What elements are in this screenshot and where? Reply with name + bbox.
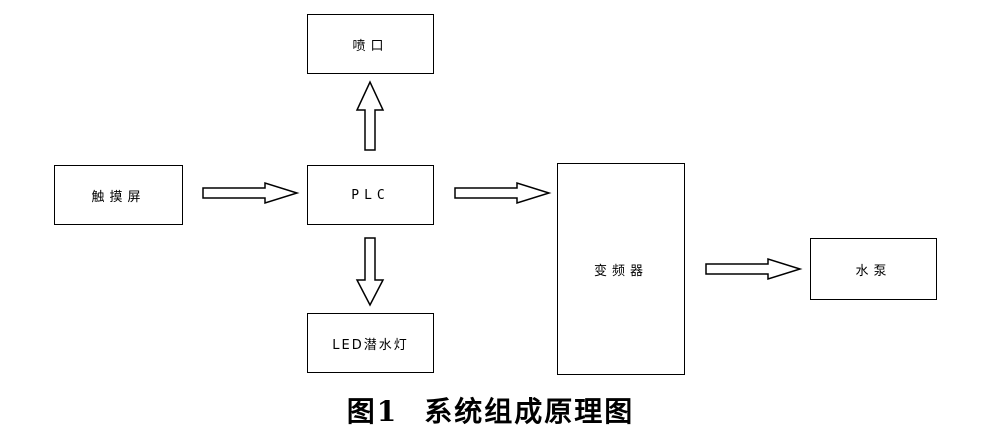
node-nozzle: 喷口	[307, 14, 434, 74]
figure-number: 图1	[346, 395, 399, 428]
arrow-plc-to-led	[355, 237, 385, 307]
node-touchscreen-label: 触摸屏	[91, 189, 146, 205]
figure-title: 系统组成原理图	[424, 395, 635, 428]
node-led-light-label: LED潜水灯	[332, 337, 409, 353]
node-vfd-label: 变频器	[593, 263, 648, 279]
figure-caption: 图1 系统组成原理图	[0, 390, 981, 430]
node-plc-label: PLC	[351, 187, 390, 203]
arrow-vfd-to-pump	[705, 257, 803, 281]
node-touchscreen: 触摸屏	[54, 165, 183, 225]
node-nozzle-label: 喷口	[352, 38, 389, 54]
node-plc: PLC	[307, 165, 434, 225]
node-vfd: 变频器	[557, 163, 685, 375]
arrow-plc-to-vfd	[454, 181, 552, 205]
arrow-plc-to-nozzle	[355, 80, 385, 151]
node-led-light: LED潜水灯	[307, 313, 434, 373]
node-pump: 水泵	[810, 238, 937, 300]
arrow-touchscreen-to-plc	[202, 181, 300, 205]
node-pump-label: 水泵	[855, 263, 892, 279]
